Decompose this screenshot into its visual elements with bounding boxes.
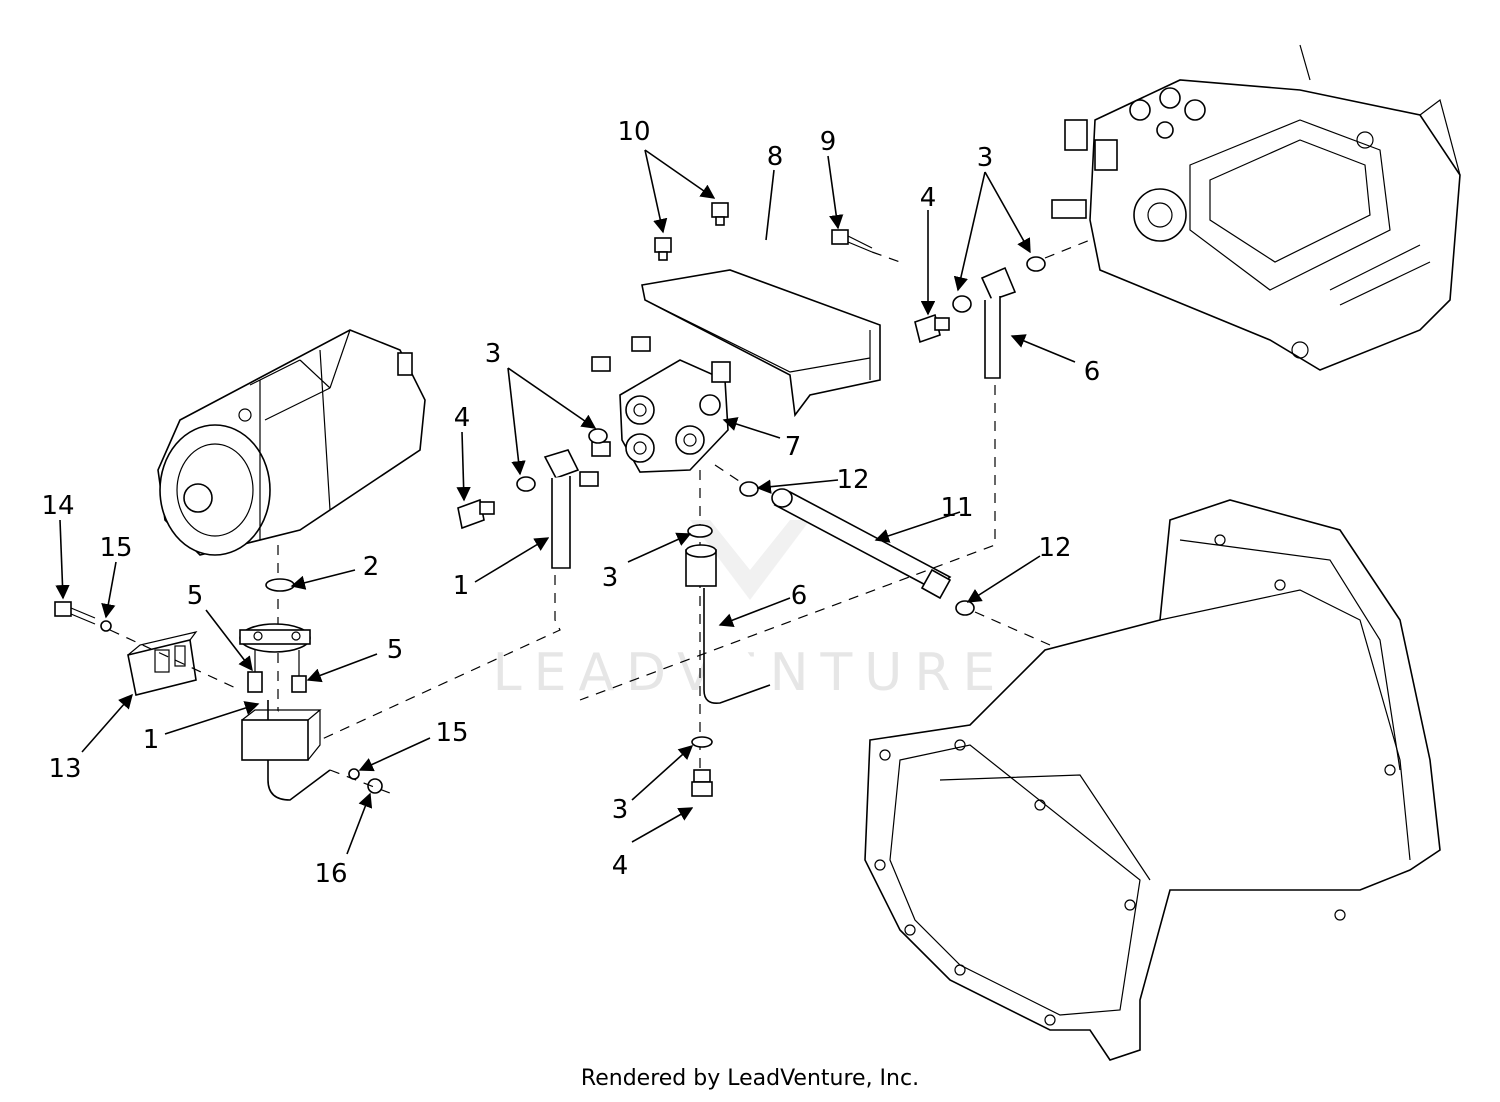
valve-block-7: [619, 359, 731, 473]
callout-12-upper: 12: [836, 465, 869, 495]
banjo-fitting-left: [543, 449, 580, 569]
pump-flange: [239, 623, 311, 653]
plug-left: [579, 471, 599, 487]
tube-11: [771, 488, 952, 600]
banjo-fitting-right: [980, 266, 1017, 379]
callout-4-right: 4: [920, 183, 937, 213]
nut-16: [367, 778, 383, 794]
screw-9: [831, 229, 873, 253]
callout-14: 14: [41, 491, 74, 521]
callout-3-center: 3: [485, 339, 502, 369]
callout-7: 7: [785, 432, 802, 462]
callout-12-lower: 12: [1038, 533, 1071, 563]
bracket-13: [127, 631, 198, 696]
callout-5-left: 5: [187, 581, 204, 611]
valve-bracket-8: [641, 269, 881, 418]
callout-6-center: 6: [791, 581, 808, 611]
leader-lines: [55, 149, 1076, 855]
callout-2: 2: [363, 552, 380, 582]
callout-labels: 10 8 9 3 4 3 6 3 4 7 12 11 1 3 6 12 14 1…: [41, 117, 1100, 889]
hydraulic-control-valve-housing: [1051, 44, 1461, 371]
callout-1-center: 1: [453, 571, 470, 601]
banjo-fitting-center: [685, 544, 717, 587]
callout-13: 13: [48, 754, 81, 784]
callout-4-bottom: 4: [612, 851, 629, 881]
bolt-10-left: [654, 237, 672, 261]
o-ring-3-center: [687, 524, 713, 538]
plug-upper-left: [591, 356, 611, 372]
hydraulic-pump: [157, 329, 426, 556]
bolt-14: [54, 601, 96, 625]
callout-11: 11: [940, 493, 973, 523]
o-ring-3-bottom: [691, 736, 713, 748]
callout-3-center-low: 3: [602, 563, 619, 593]
callout-3-bottom: 3: [612, 795, 629, 825]
bolt-5-left: [247, 650, 263, 693]
callout-15-upper: 15: [99, 533, 132, 563]
callout-4-left: 4: [454, 403, 471, 433]
callout-15-lower: 15: [435, 718, 468, 748]
o-ring-3-left: [516, 476, 536, 492]
plug-lower: [591, 441, 611, 457]
footer-credit: Rendered by LeadVenture, Inc.: [580, 1066, 920, 1091]
callout-5-right: 5: [387, 635, 404, 665]
bolt-4-right: [914, 313, 950, 344]
plug-upper: [631, 336, 651, 352]
o-ring-3-valve: [588, 428, 608, 444]
o-ring-3-right-a: [952, 295, 972, 313]
o-ring-12-lower: [955, 600, 975, 616]
o-ring-12-upper: [739, 481, 759, 497]
bolt-4-left: [457, 498, 495, 530]
watermark-logo: [690, 520, 810, 600]
callout-6-right: 6: [1084, 357, 1101, 387]
o-ring-2: [265, 578, 295, 592]
callout-1-left: 1: [143, 725, 160, 755]
pump-tube-1: [241, 700, 331, 801]
callout-16: 16: [314, 859, 347, 889]
o-ring-3-right-b: [1026, 256, 1046, 272]
transmission-housing: [864, 499, 1441, 1061]
bolt-5-right: [291, 650, 307, 693]
callout-3-right: 3: [977, 143, 994, 173]
bolt-10-right: [711, 202, 729, 226]
washer-15-upper: [100, 620, 112, 632]
callout-10: 10: [617, 117, 650, 147]
callout-9: 9: [820, 127, 837, 157]
bolt-4-bottom: [691, 769, 713, 797]
callout-8: 8: [767, 142, 784, 172]
